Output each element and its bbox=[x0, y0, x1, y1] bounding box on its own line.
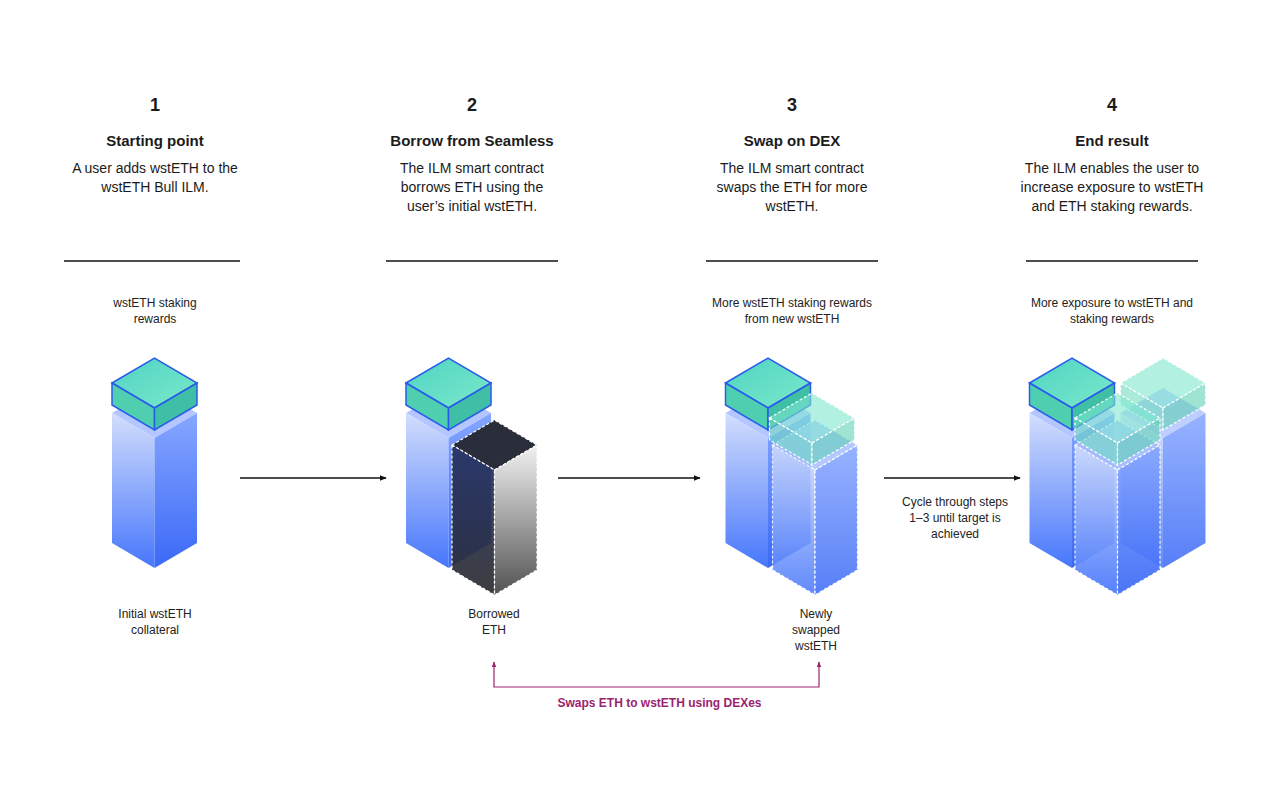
step-description: The ILM smart contract swaps the ETH for… bbox=[703, 159, 881, 216]
step-description: The ILM smart contract borrows ETH using… bbox=[386, 159, 558, 216]
flow-arrow bbox=[558, 477, 700, 478]
illustration-block: wstETH staking rewardsInitial wstETH col… bbox=[64, 290, 240, 662]
step-number: 4 bbox=[1082, 94, 1142, 116]
step-number: 1 bbox=[125, 94, 185, 116]
step-title: End result bbox=[1007, 131, 1217, 151]
step4-blocks bbox=[1030, 358, 1206, 595]
block-label: Newly swapped wstETH bbox=[787, 606, 845, 654]
block-label: More wstETH staking rewards from new wst… bbox=[702, 295, 882, 327]
illustration-block: More exposure to wstETH and staking rewa… bbox=[1020, 290, 1204, 662]
edge-label: Cycle through steps 1–3 until target is … bbox=[896, 494, 1014, 542]
step-description: The ILM enables the user to increase exp… bbox=[1009, 159, 1215, 216]
step-title: Borrow from Seamless bbox=[357, 131, 587, 151]
block-label: Initial wstETH collateral bbox=[103, 606, 207, 638]
step-description: A user adds wstETH to the wstETH Bull IL… bbox=[72, 159, 238, 197]
edge-label: Swaps ETH to wstETH using DEXes bbox=[542, 695, 778, 711]
block-label: More exposure to wstETH and staking rewa… bbox=[1022, 295, 1202, 327]
flow-arrow bbox=[240, 477, 386, 478]
step1-blocks bbox=[112, 358, 197, 568]
step-number: 3 bbox=[762, 94, 822, 116]
swap-bracket bbox=[494, 662, 819, 687]
block-label: wstETH staking rewards bbox=[103, 295, 207, 327]
step-title: Swap on DEX bbox=[687, 131, 897, 151]
illustration-block: More wstETH staking rewards from new wst… bbox=[700, 290, 884, 662]
step3-blocks bbox=[726, 358, 858, 595]
block-label: Borrowed ETH bbox=[461, 606, 527, 638]
divider-lines bbox=[64, 260, 1198, 262]
step-number: 2 bbox=[442, 94, 502, 116]
step2-blocks bbox=[406, 358, 537, 595]
illustration-block: Borrowed ETH bbox=[386, 290, 558, 662]
flow-arrow bbox=[884, 477, 1020, 478]
step-title: Starting point bbox=[50, 131, 260, 151]
